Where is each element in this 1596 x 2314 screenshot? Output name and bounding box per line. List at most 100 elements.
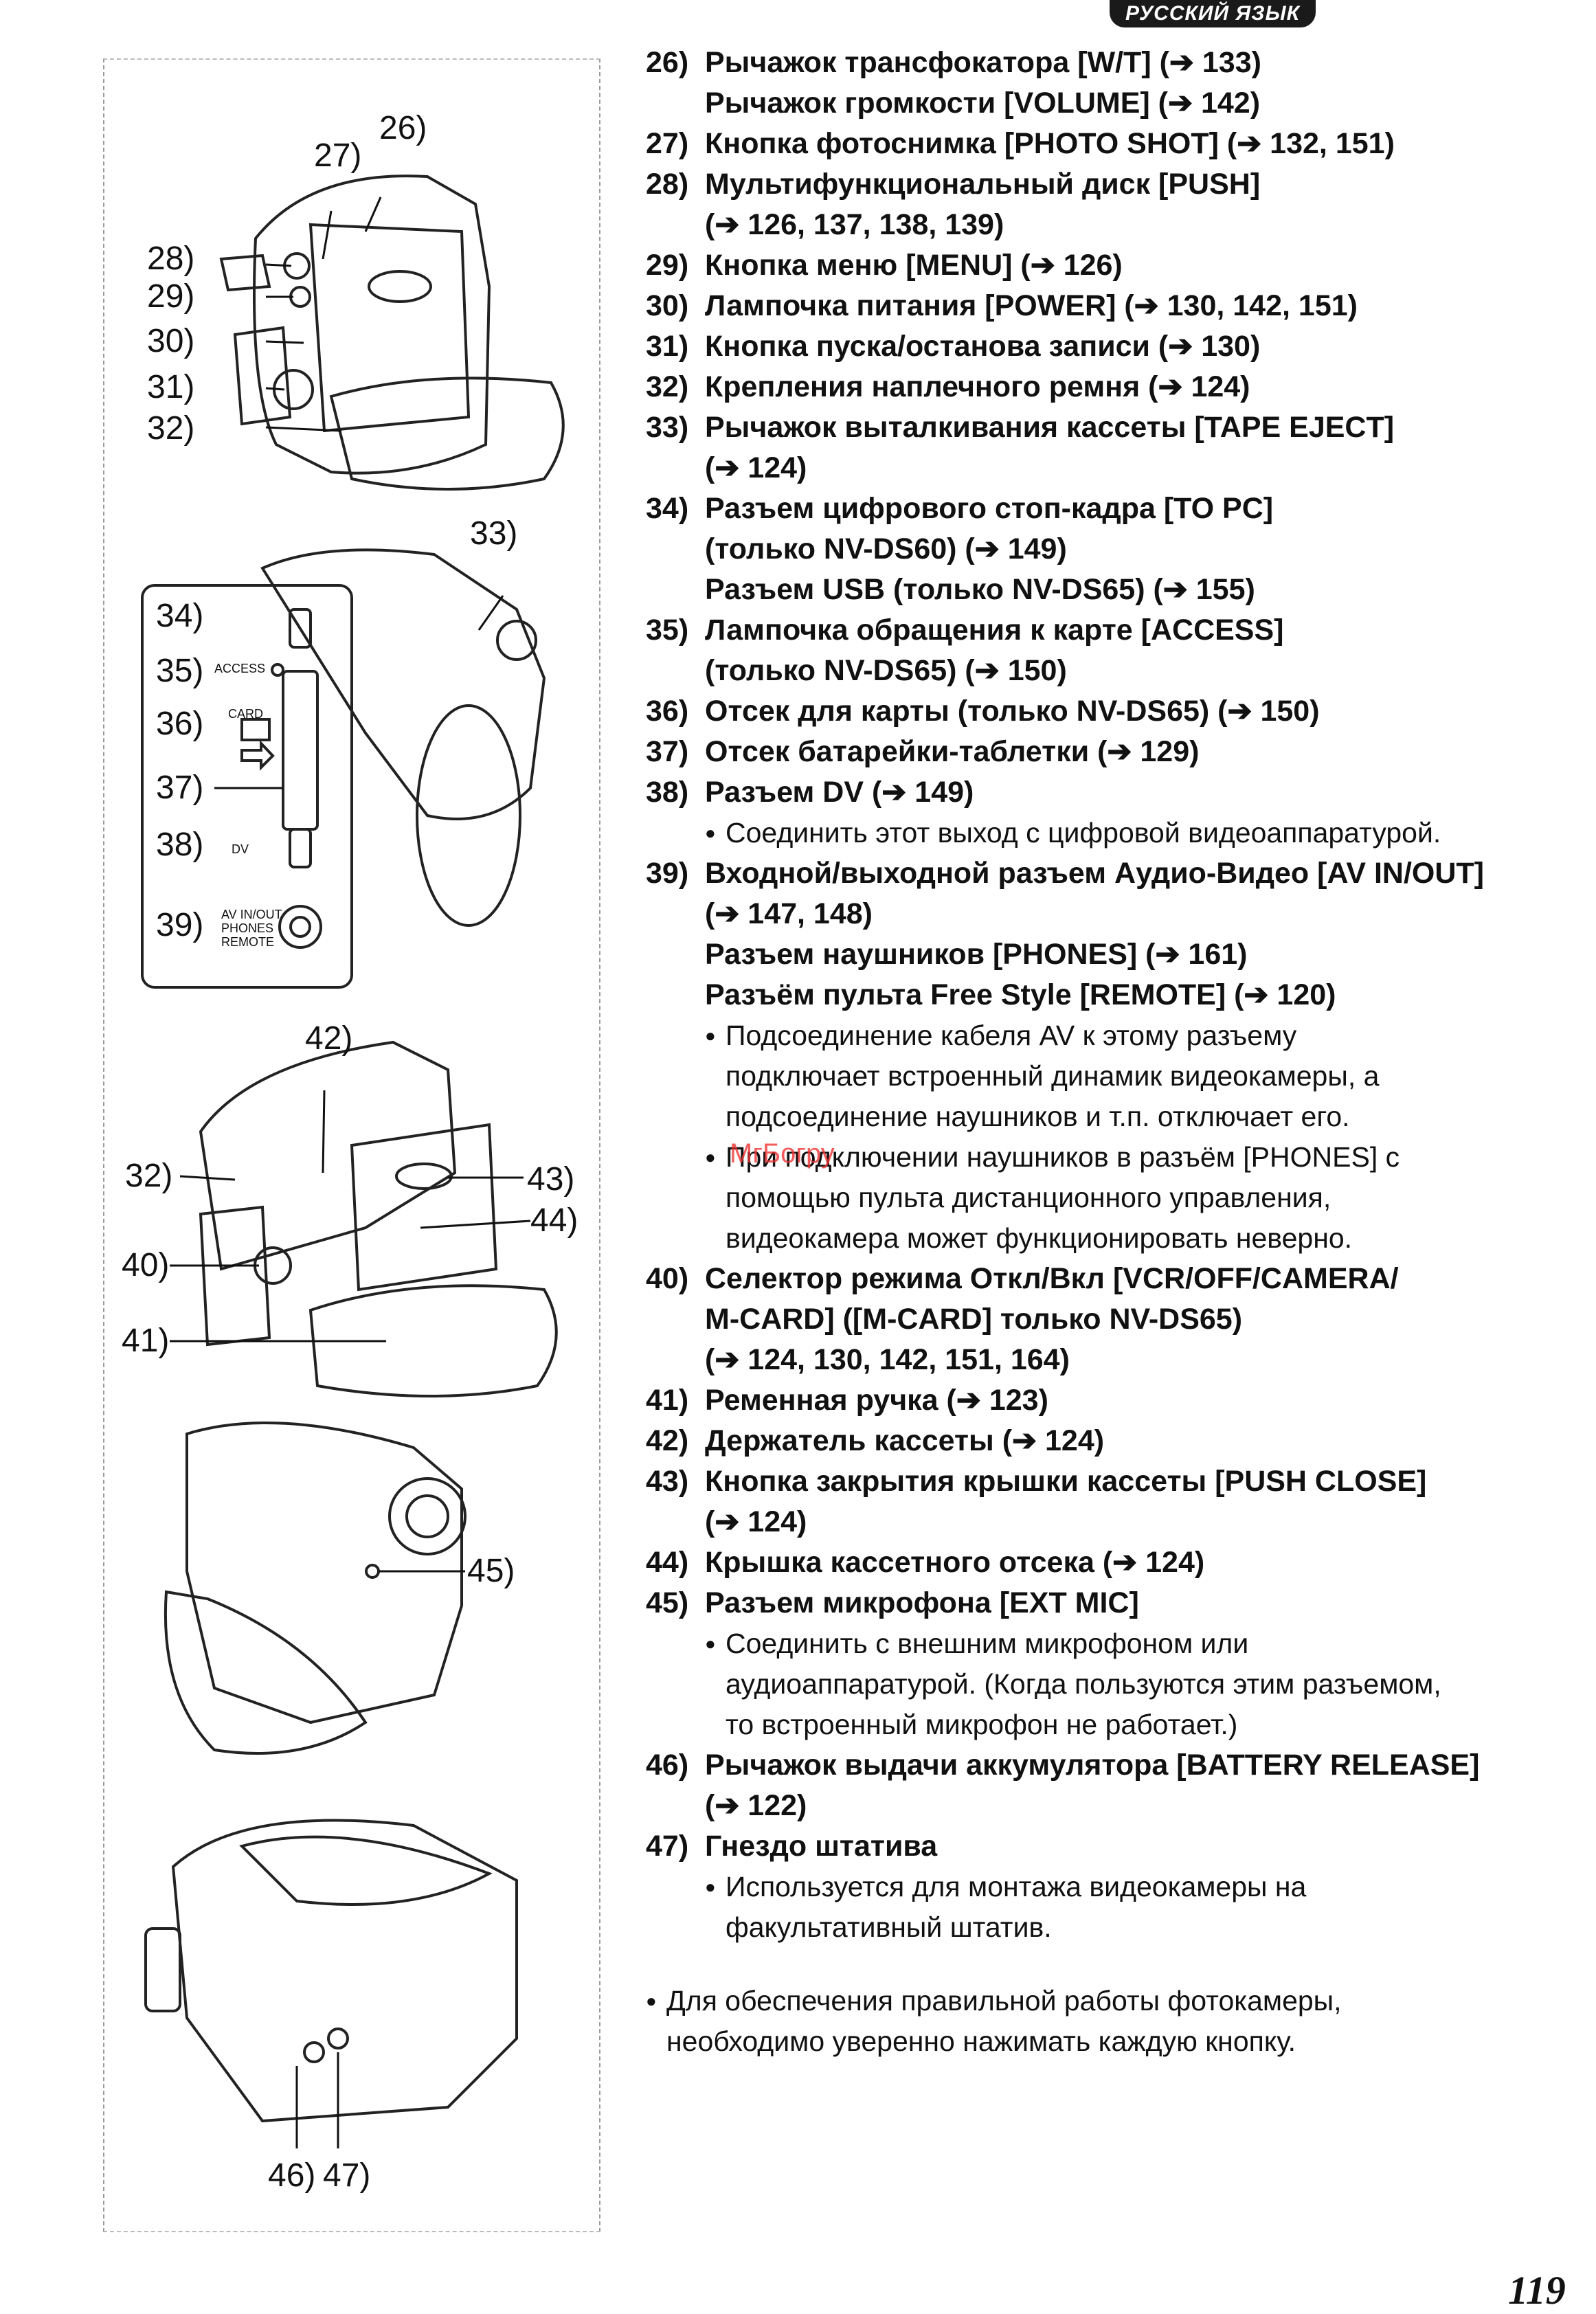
part-item: 27)Кнопка фотоснимка [PHOTO SHOT] (➔ 132… — [646, 124, 1566, 164]
label-30: 30) — [147, 323, 194, 359]
dv-label: DV — [232, 842, 249, 856]
camera-illustrations: 26) 27) 28) 29) 30) 31) 32) 33) 34) 35) — [122, 110, 578, 2194]
part-number: 41) — [646, 1384, 689, 1417]
camera-figure-4 — [164, 1422, 467, 1755]
part-number: 27) — [646, 127, 689, 160]
part-description: Разъем микрофона [EXT MIC]●Соединить с в… — [705, 1583, 1566, 1745]
part-number: 40) — [646, 1262, 689, 1295]
part-item: 28) Мультифункциональный диск [PUSH] (➔ 12… — [646, 164, 1566, 245]
part-description: Кнопка закрытия крышки кассеты [PUSH CLO… — [705, 1461, 1566, 1542]
label-36: 36) — [156, 706, 203, 742]
part-number: 43) — [646, 1465, 689, 1498]
part-line: Отсек батарейки-таблетки (➔ 129) — [705, 735, 1200, 768]
bullet-icon: ● — [705, 1025, 716, 1046]
part-line: Лампочка питания [POWER] (➔ 130, 142, 15… — [705, 289, 1358, 322]
card-label: CARD — [228, 707, 263, 721]
footnote-line: Для обеспечения правильной работы фотока… — [666, 1985, 1342, 2017]
part-item: 29) Кнопка меню [MENU] (➔ 126) — [646, 245, 1566, 286]
note-text: При подключении наушников в разъём [PHON… — [726, 1137, 1566, 1259]
part-line: Мультифункциональный диск [PUSH] — [705, 168, 1261, 201]
part-number: 30) — [646, 289, 689, 322]
label-35: 35) — [156, 653, 203, 689]
part-line: Разъем микрофона [EXT MIC] — [705, 1586, 1139, 1619]
note-text: Соединить этот выход с цифровой видеоапп… — [726, 813, 1566, 853]
access-label: ACCESS — [214, 662, 265, 675]
part-item: 44)Крышка кассетного отсека (➔ 124) — [646, 1542, 1566, 1583]
part-line: (➔ 126, 137, 138, 139) — [705, 208, 1004, 241]
part-description: Мультифункциональный диск [PUSH] (➔ 126, … — [705, 164, 1566, 245]
part-item: 39)Входной/выходной разъем Аудио-Видео [… — [646, 853, 1566, 1259]
label-28: 28) — [147, 240, 194, 277]
part-item: 33) Рычажок выталкивания кассеты [TAPE EJ… — [646, 407, 1566, 488]
part-number: 47) — [646, 1830, 689, 1863]
bullet-icon: ● — [705, 1633, 716, 1654]
part-item: 41) Ременная ручка (➔ 123) — [646, 1380, 1566, 1421]
part-description: Входной/выходной разъем Аудио-Видео [AV … — [705, 853, 1566, 1259]
note-line: видеокамера может функционировать неверн… — [726, 1222, 1353, 1254]
footnote-line: необходимо уверенно нажимать каждую кноп… — [666, 2025, 1296, 2057]
part-line: Разъем USB (только NV-DS65) (➔ 155) — [705, 573, 1255, 606]
av-label-3: REMOTE — [221, 935, 274, 949]
part-item: 42)Держатель кассеты (➔ 124) — [646, 1421, 1566, 1461]
part-description: Отсек для карты (только NV-DS65) (➔ 150) — [705, 691, 1566, 732]
part-item: 32)Крепления наплечного ремня (➔ 124) — [646, 367, 1566, 407]
part-note: ● Подсоединение кабеля AV к этому разъему… — [705, 1015, 1566, 1137]
part-line: M-CARD] ([M-CARD] только NV-DS65) — [705, 1303, 1243, 1336]
part-line: Разъем DV (➔ 149) — [705, 776, 974, 809]
part-number: 45) — [646, 1586, 689, 1619]
illustration-panel: 26) 27) 28) 29) 30) 31) 32) 33) 34) 35) — [103, 58, 600, 2232]
part-line: (➔ 124, 130, 142, 151, 164) — [705, 1343, 1070, 1376]
note-line: Используется для монтажа видеокамеры на — [726, 1871, 1307, 1902]
part-note: ●При подключении наушников в разъём [PHO… — [705, 1137, 1566, 1259]
part-number: 36) — [646, 695, 689, 728]
part-line: Крепления наплечного ремня (➔ 124) — [705, 370, 1250, 403]
note-line: то встроенный микрофон не работает.) — [726, 1709, 1238, 1740]
part-description: Рычажок выталкивания кассеты [TAPE EJECT… — [705, 407, 1566, 488]
note-line: подключает встроенный динамик видеокамер… — [726, 1060, 1380, 1092]
camera-figure-2 — [141, 548, 546, 989]
part-number: 29) — [646, 249, 689, 282]
part-description: Ременная ручка (➔ 123) — [705, 1380, 1566, 1421]
part-line: Разъем цифрового стоп-кадра [TO PC] — [705, 492, 1274, 525]
part-item: 43) Кнопка закрытия крышки кассеты [PUSH … — [646, 1461, 1566, 1542]
callout-lines-3 — [170, 1090, 531, 1343]
part-number: 34) — [646, 492, 689, 525]
label-32b: 32) — [125, 1158, 172, 1194]
part-number: 28) — [646, 168, 689, 201]
part-item: 36) Отсек для карты (только NV-DS65) (➔ 1… — [646, 691, 1566, 732]
note-text: Используется для монтажа видеокамеры на ф… — [726, 1867, 1566, 1948]
part-line: (➔ 124) — [705, 1505, 807, 1538]
part-item: 37) Отсек батарейки-таблетки (➔ 129) — [646, 732, 1566, 772]
part-item: 38)Разъем DV (➔ 149)●Соединить этот выхо… — [646, 772, 1566, 853]
part-description: Рычажок трансфокатора [W/T] (➔ 133)Рычаж… — [705, 43, 1566, 124]
part-line: Кнопка меню [MENU] (➔ 126) — [705, 249, 1123, 282]
part-number: 37) — [646, 735, 689, 768]
footnote-text: Для обеспечения правильной работы фотока… — [666, 1981, 1342, 2062]
bullet-icon: ● — [646, 1990, 657, 2011]
part-number: 31) — [646, 330, 689, 363]
watermark: МгБогру — [730, 1138, 835, 1169]
note-line: аудиоаппаратурой. (Когда пользуются этим… — [726, 1668, 1441, 1700]
part-item: 30) Лампочка питания [POWER] (➔ 130, 142,… — [646, 286, 1566, 326]
part-line: Отсек для карты (только NV-DS65) (➔ 150) — [705, 695, 1320, 728]
part-description: Гнездо штатива ● Используется для монтажа … — [705, 1826, 1566, 1948]
part-description: Держатель кассеты (➔ 124) — [705, 1421, 1566, 1461]
label-43: 43) — [527, 1161, 574, 1198]
label-45: 45) — [467, 1553, 515, 1589]
part-item: 31)Кнопка пуска/останова записи (➔ 130) — [646, 326, 1566, 367]
part-item: 47) Гнездо штатива ● Используется для монта… — [646, 1826, 1566, 1948]
bullet-icon: ● — [705, 1876, 716, 1897]
label-32a: 32) — [147, 410, 194, 447]
part-number: 33) — [646, 411, 689, 444]
camera-figure-1 — [219, 175, 565, 491]
part-line: (➔ 122) — [705, 1789, 807, 1822]
part-description: Отсек батарейки-таблетки (➔ 129) — [705, 732, 1566, 772]
part-item: 40)Селектор режима Откл/Вкл [VCR/OFF/CAM… — [646, 1259, 1566, 1380]
label-29: 29) — [147, 278, 194, 315]
part-line: Гнездо штатива — [705, 1830, 938, 1863]
part-number: 26) — [646, 46, 689, 79]
note-line: факультативный штатив. — [726, 1911, 1052, 1943]
part-line: Держатель кассеты (➔ 124) — [705, 1424, 1105, 1457]
av-label-2: PHONES — [221, 921, 273, 935]
